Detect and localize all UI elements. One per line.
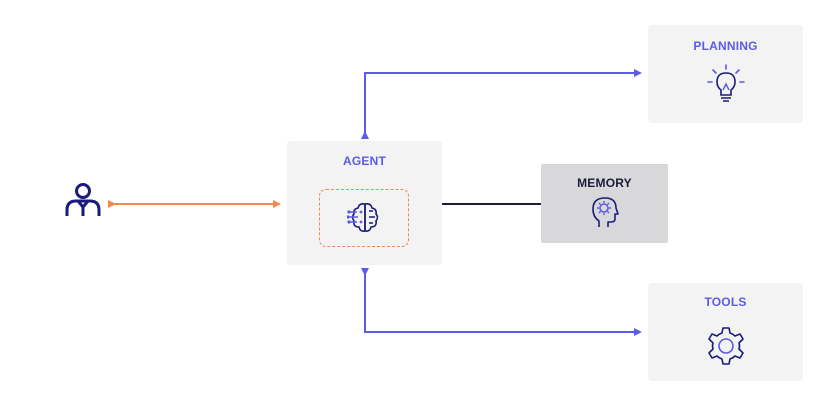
tools-box: TOOLS: [648, 283, 803, 381]
head-gear-icon: [592, 197, 619, 227]
planning-box: PLANNING: [648, 25, 803, 123]
agent-box: AGENT: [287, 141, 442, 265]
brain-circuit-icon: [347, 203, 379, 232]
gear-icon: [708, 327, 744, 365]
agent-planning-connector: [361, 69, 642, 139]
memory-box: MEMORY: [541, 164, 668, 243]
agent-tools-connector: [361, 268, 642, 336]
agent-label: AGENT: [343, 154, 386, 168]
user-icon: [65, 183, 101, 216]
agent-core-frame: [319, 189, 409, 247]
tools-label: TOOLS: [704, 295, 747, 309]
planning-label: PLANNING: [693, 39, 758, 53]
memory-label: MEMORY: [577, 176, 632, 190]
lightbulb-icon: [707, 64, 745, 102]
